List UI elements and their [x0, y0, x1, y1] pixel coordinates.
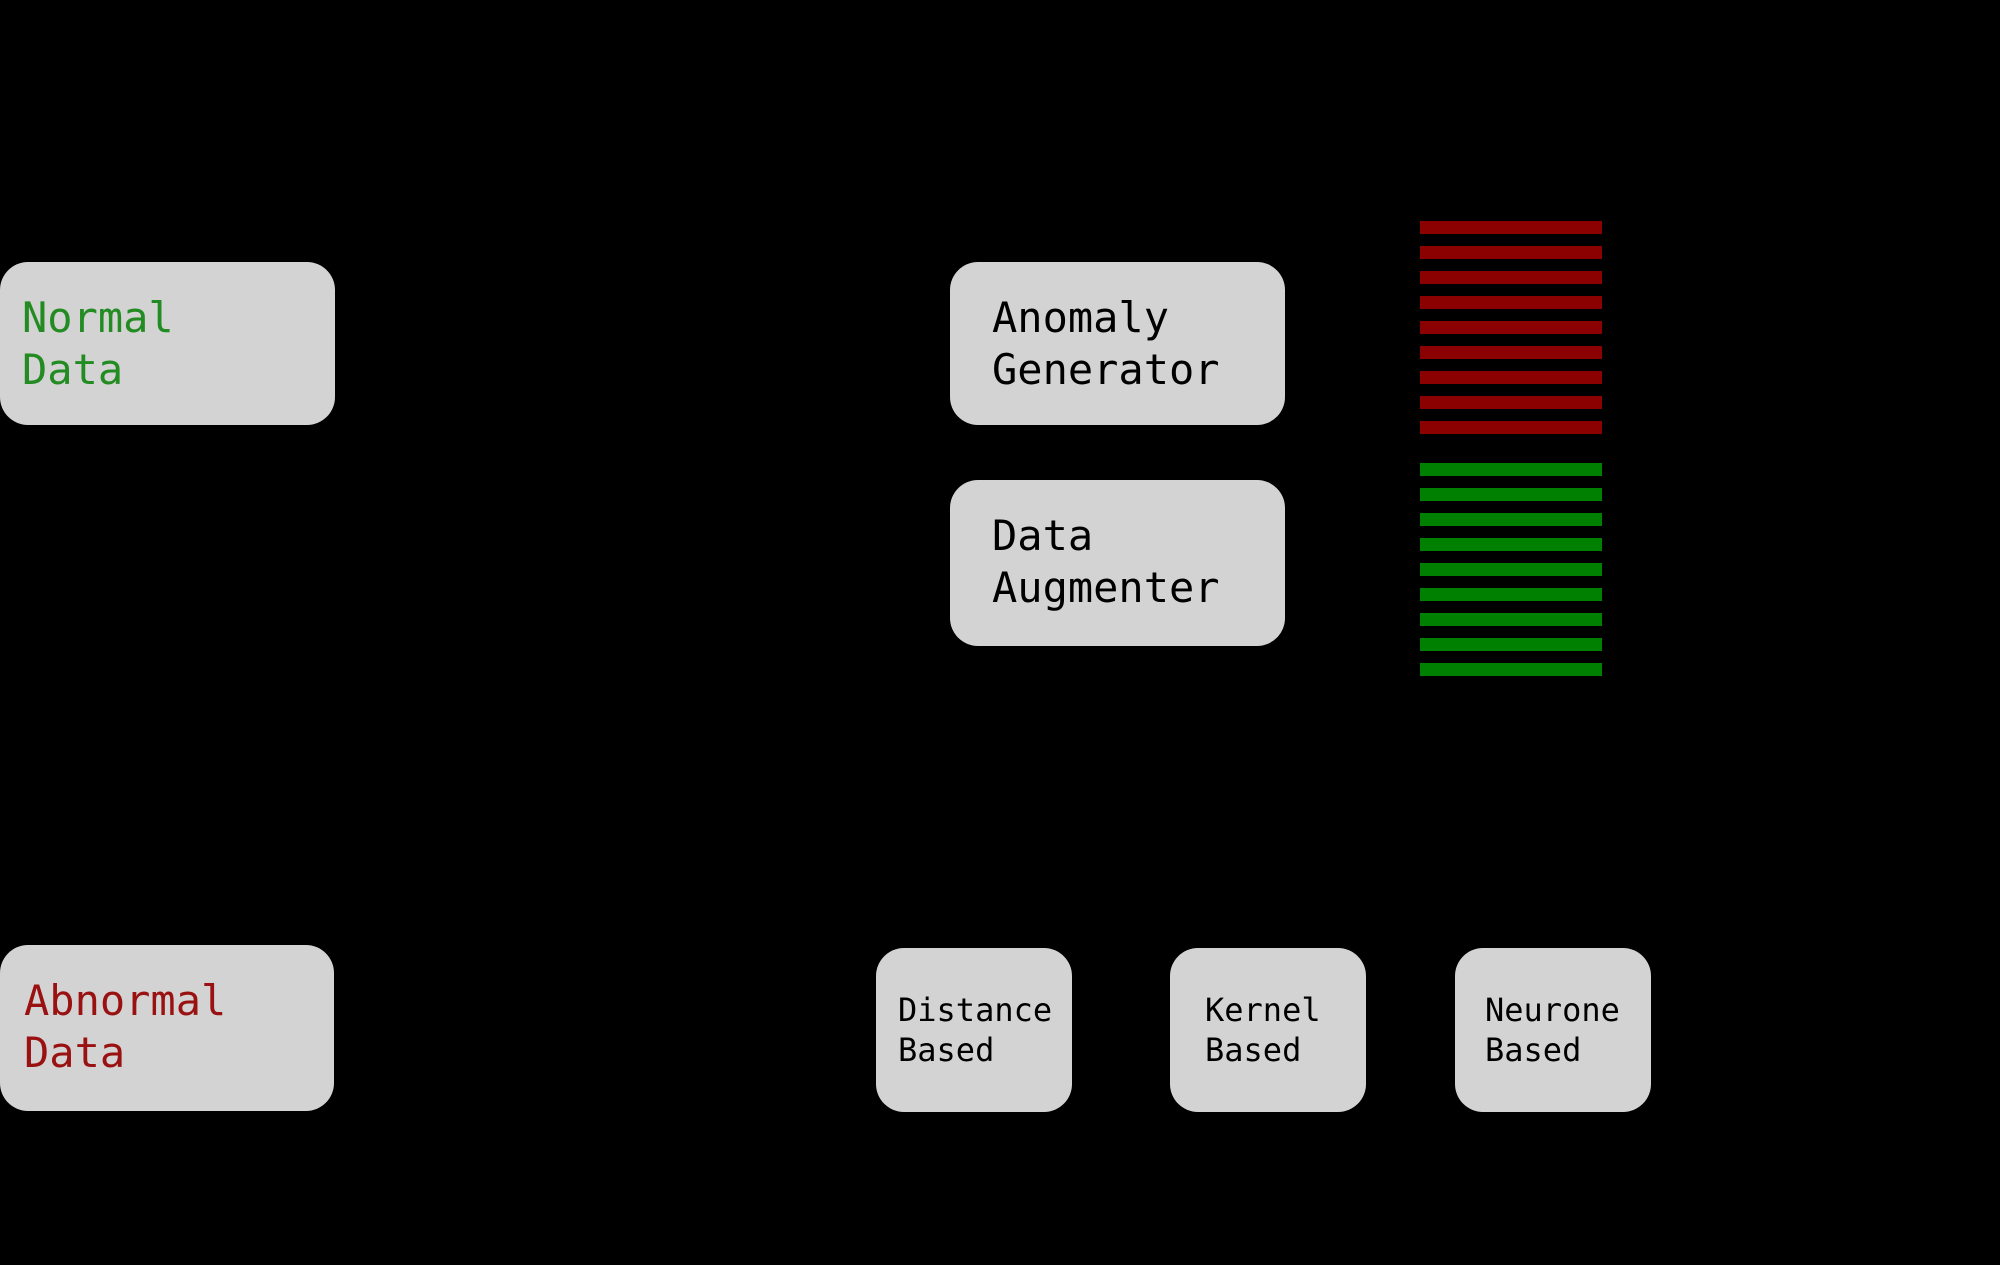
normal-data-stripes [1420, 463, 1602, 676]
anomalous-data-stripe [1420, 396, 1602, 409]
data-augmenter-label-line1: Data [992, 511, 1094, 560]
abnormal-data-label-line1: Abnormal [24, 976, 227, 1025]
data-augmenter-box: Data Augmenter [950, 480, 1285, 646]
anomalous-data-stripe [1420, 296, 1602, 309]
anomalous-data-stripe [1420, 346, 1602, 359]
kernel-based-label-line1: Kernel [1205, 991, 1321, 1029]
normal-data-stripe [1420, 488, 1602, 501]
normal-data-label-line2: Data [22, 345, 124, 394]
normal-data-stripe [1420, 563, 1602, 576]
distance-based-label-line2: Based [898, 1031, 995, 1069]
anomalous-data-stripes [1420, 221, 1602, 434]
anomalous-data-stripe [1420, 221, 1602, 234]
normal-data-stripe [1420, 638, 1602, 651]
normal-data-stripe [1420, 538, 1602, 551]
neurone-based-label-line2: Based [1485, 1031, 1582, 1069]
kernel-based-label-line2: Based [1205, 1031, 1302, 1069]
anomaly-generator-box: Anomaly Generator [950, 262, 1285, 425]
neurone-based-label-line1: Neurone [1485, 991, 1620, 1029]
kernel-based-box: Kernel Based [1170, 948, 1366, 1112]
anomalous-data-stripe [1420, 271, 1602, 284]
normal-data-stripe [1420, 463, 1602, 476]
anomalous-data-stripe [1420, 421, 1602, 434]
anomalous-data-stripe [1420, 246, 1602, 259]
normal-data-stripe [1420, 613, 1602, 626]
normal-data-stripe [1420, 513, 1602, 526]
normal-data-box: Normal Data [0, 262, 335, 425]
anomalous-data-stripe [1420, 321, 1602, 334]
distance-based-label-line1: Distance [898, 991, 1053, 1029]
normal-data-label-line1: Normal [22, 293, 174, 342]
distance-based-box: Distance Based [876, 948, 1072, 1112]
neurone-based-box: Neurone Based [1455, 948, 1651, 1112]
normal-data-stripe [1420, 663, 1602, 676]
abnormal-data-box: Abnormal Data [0, 945, 334, 1111]
normal-data-stripe [1420, 588, 1602, 601]
data-augmenter-label-line2: Augmenter [992, 563, 1220, 612]
anomalous-data-stripe [1420, 371, 1602, 384]
anomaly-generator-label-line2: Generator [992, 345, 1220, 394]
abnormal-data-label-line2: Data [24, 1028, 126, 1077]
anomaly-generator-label-line1: Anomaly [992, 293, 1170, 342]
